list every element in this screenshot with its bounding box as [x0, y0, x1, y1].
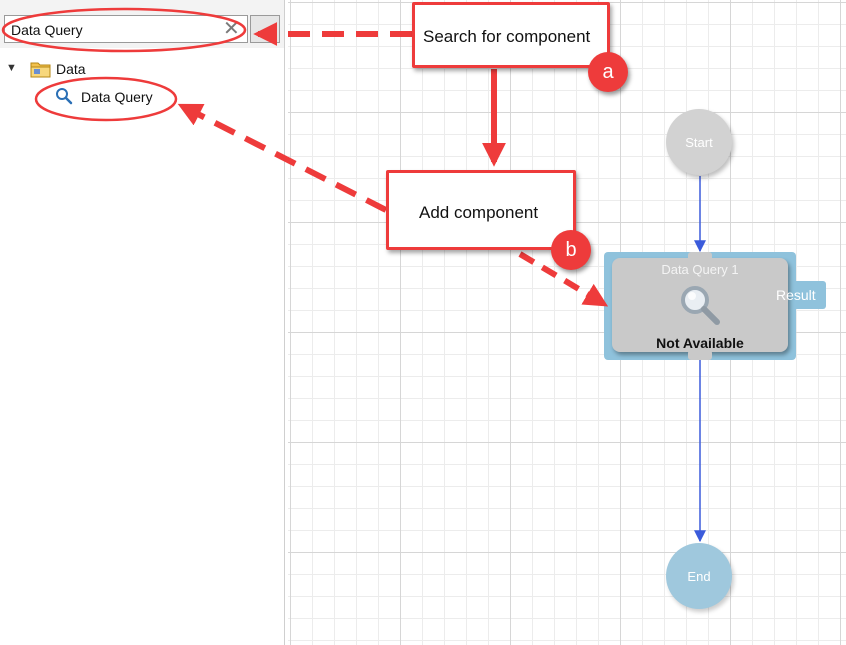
magnifier-icon [681, 286, 720, 325]
tree-folder-data[interactable]: Data [56, 61, 86, 77]
result-port-label: Result [776, 287, 816, 303]
badge-b: b [551, 230, 591, 270]
badge-b-label: b [565, 238, 577, 261]
end-node[interactable]: End [666, 543, 732, 609]
add-callout-text: Add component [419, 203, 539, 222]
search-callout-text: Search for component [423, 27, 591, 46]
component-title: Data Query 1 [661, 262, 739, 277]
start-node[interactable]: Start [666, 109, 732, 175]
start-node-label: Start [685, 134, 713, 150]
badge-a-label: a [602, 60, 614, 83]
output-port[interactable] [688, 350, 712, 360]
input-port[interactable] [688, 252, 712, 262]
end-node-label: End [687, 568, 711, 584]
add-callout: Add component [386, 170, 576, 250]
tree-expander-icon[interactable]: ▼ [6, 62, 17, 74]
component-status: Not Available [656, 335, 744, 351]
search-callout: Search for component [412, 2, 610, 68]
badge-a: a [588, 52, 628, 92]
folder-icon [30, 62, 51, 78]
